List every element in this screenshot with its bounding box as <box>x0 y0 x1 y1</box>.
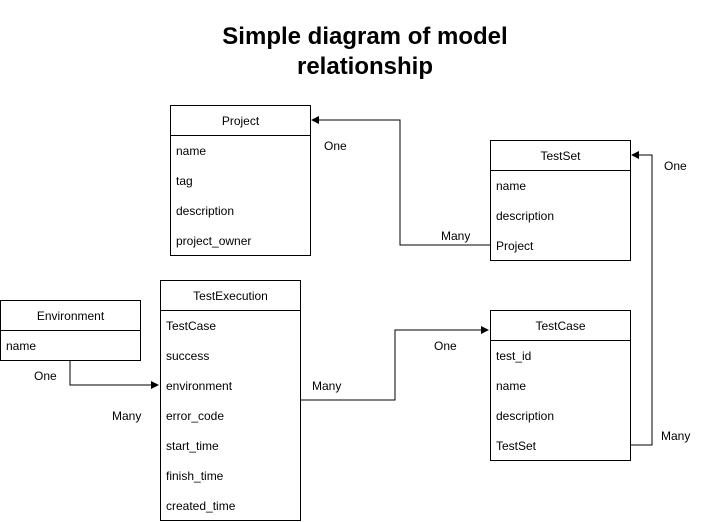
entity-field: tag <box>176 174 193 188</box>
entity-field: name <box>496 379 527 393</box>
connector-testcase-testset <box>630 151 653 446</box>
entity-field: environment <box>166 379 233 393</box>
entity-field: TestSet <box>496 439 537 453</box>
entity-testset[interactable]: TestSet name description Project <box>490 140 631 261</box>
entity-header: Project <box>171 106 310 136</box>
entity-field: success <box>166 349 210 363</box>
connector-testset-project <box>311 116 490 246</box>
multiplicity-one-testset: One <box>664 159 687 173</box>
entity-field: name <box>176 144 207 158</box>
entity-testexecution[interactable]: TestExecution TestCase success environme… <box>160 280 301 521</box>
diagram-title: Simple diagram of model relationship <box>165 22 565 82</box>
title-line-1: Simple diagram of model <box>222 23 508 50</box>
entity-field: name <box>496 179 527 193</box>
entity-testcase[interactable]: TestCase test_id name description TestSe… <box>490 310 631 461</box>
entity-field: description <box>176 204 235 218</box>
entity-field: project_owner <box>176 234 252 248</box>
connector-testexecution-testcase <box>300 326 489 401</box>
entity-field: TestCase <box>166 319 217 333</box>
entity-field: finish_time <box>166 469 224 483</box>
multiplicity-many-testexecution: Many <box>312 379 342 393</box>
multiplicity-many-testset-project: Many <box>441 229 471 243</box>
entity-header: TestCase <box>491 311 630 341</box>
multiplicity-one-environment: One <box>34 369 57 383</box>
entity-header: TestSet <box>491 141 630 171</box>
entity-field: Project <box>496 239 534 253</box>
entity-field: test_id <box>496 349 532 363</box>
entity-field: name <box>6 339 37 353</box>
entity-field: description <box>496 409 555 423</box>
entity-field: description <box>496 209 555 223</box>
entity-environment[interactable]: Environment name <box>0 300 141 361</box>
multiplicity-one-testcase: One <box>434 339 457 353</box>
entity-field: start_time <box>166 439 219 453</box>
entity-field: created_time <box>166 499 236 513</box>
entity-project[interactable]: Project name tag description project_own… <box>170 105 311 256</box>
title-line-2: relationship <box>296 53 434 80</box>
multiplicity-many-environment: Many <box>112 409 142 423</box>
connector-environment-testexecution <box>69 360 159 389</box>
multiplicity-one-project: One <box>324 139 347 153</box>
entity-header: TestExecution <box>161 281 300 311</box>
entity-field: error_code <box>166 409 225 423</box>
entity-header: Environment <box>1 301 140 331</box>
multiplicity-many-testcase-testset: Many <box>661 429 691 443</box>
